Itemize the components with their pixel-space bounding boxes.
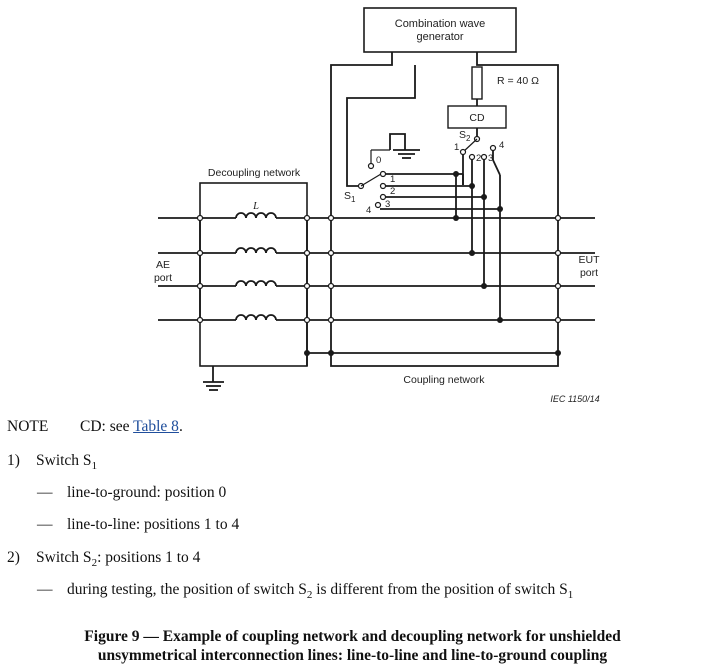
generator-label-line1: Combination wave [395, 18, 486, 30]
note-prefix: CD: see [80, 418, 134, 435]
resistor-label: R = 40 Ω [497, 75, 539, 87]
s2-label: S2 [459, 129, 471, 143]
item1-number: 1) [7, 452, 20, 469]
signal-lines [158, 217, 595, 321]
figure-caption: Figure 9 — Example of coupling network a… [0, 627, 705, 665]
item2-text: Switch S2: positions 1 to 4 [36, 549, 201, 570]
item1-sub1: line-to-ground: position 0 [67, 484, 227, 501]
s2-pos-4: 4 [499, 140, 504, 151]
eut-port-line1: EUT [579, 254, 601, 266]
item1-text: Switch S1 [36, 452, 98, 473]
item1-sub2: line-to-line: positions 1 to 4 [67, 516, 240, 533]
s2-pos-3: 3 [488, 153, 493, 164]
cd-label: CD [469, 112, 485, 124]
generator-box [363, 7, 517, 53]
coupling-decoupling-diagram: Combination wave generator R = 40 Ω CD S… [154, 7, 601, 404]
dash-3: — [37, 581, 53, 598]
generator-label-line2: generator [416, 31, 463, 43]
dash-2: — [37, 516, 53, 533]
inductors [235, 212, 277, 321]
s1-pos-3: 3 [385, 199, 390, 210]
s2-pos-1: 1 [454, 142, 459, 153]
item2-number: 2) [7, 549, 20, 566]
resistor [471, 66, 483, 100]
item2-sub1: during testing, the position of switch S… [67, 581, 574, 602]
caption-line2: unsymmetrical interconnection lines: lin… [97, 647, 608, 664]
note-text: CD: see Table 8. [80, 418, 183, 436]
ae-port-line1: AE [156, 259, 170, 271]
s1-label: S1 [344, 190, 356, 204]
s2-pos-2: 2 [476, 153, 481, 164]
decoupling-label: Decoupling network [208, 167, 301, 179]
caption-line1: Figure 9 — Example of coupling network a… [84, 628, 621, 645]
s1-pos-4: 4 [366, 205, 371, 216]
table-8-link[interactable]: Table 8 [133, 418, 179, 435]
coupling-network-outline [330, 52, 559, 367]
figure-id: IEC 1150/14 [550, 394, 599, 404]
note-suffix: . [178, 418, 183, 435]
s1-pos-1: 1 [390, 174, 395, 185]
dash-1: — [37, 484, 53, 501]
coupling-label: Coupling network [403, 374, 485, 386]
eut-port-line2: port [580, 267, 598, 279]
note-label: NOTE [7, 418, 49, 435]
inductor-label: L [252, 201, 259, 212]
s1-pos-0: 0 [376, 155, 381, 166]
s1-pos-2: 2 [390, 186, 395, 197]
ae-port-line2: port [154, 272, 172, 284]
